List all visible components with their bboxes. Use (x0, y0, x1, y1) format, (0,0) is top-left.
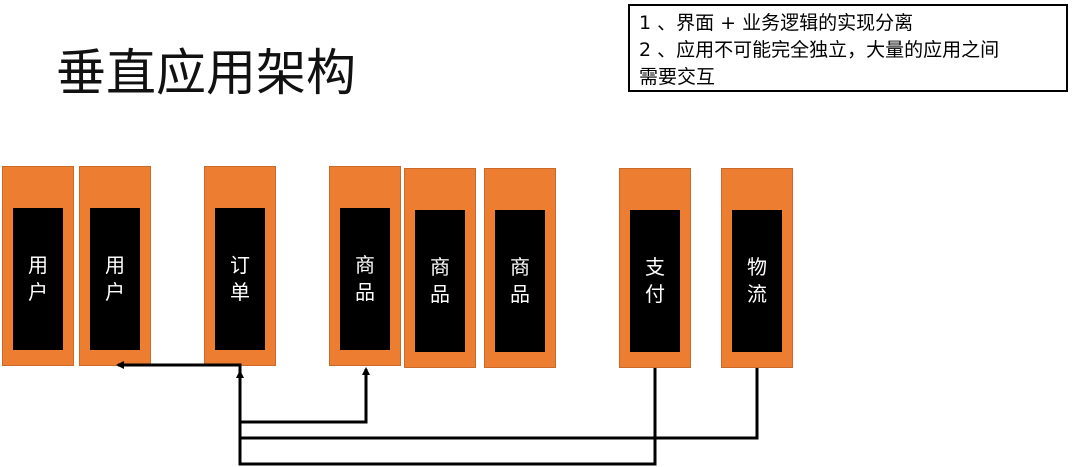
service-logistics: 物流 (721, 168, 793, 368)
service-order-label: 订单 (230, 253, 250, 304)
service-user-1-label: 用户 (28, 253, 48, 304)
service-product-1: 商品 (329, 166, 401, 366)
service-product-3-label: 商品 (510, 255, 530, 306)
service-product-2-inner: 商品 (415, 210, 465, 352)
service-product-2-label: 商品 (430, 255, 450, 306)
note-line-2: 2 、应用不可能完全独立，大量的应用之间 (639, 39, 1000, 61)
order-to-product-arrow (240, 367, 370, 424)
service-payment: 支付 (619, 168, 691, 368)
logistics-to-order-connector (240, 368, 759, 440)
service-logistics-inner: 物流 (732, 210, 782, 352)
service-product-1-label: 商品 (355, 253, 375, 304)
service-product-1-inner: 商品 (340, 208, 390, 350)
service-product-3-inner: 商品 (495, 210, 545, 352)
service-user-1-inner: 用户 (13, 208, 63, 350)
note-line-3: 需要交互 (639, 66, 716, 88)
diagram-title: 垂直应用架构 (56, 44, 356, 102)
service-order-inner: 订单 (215, 208, 265, 350)
service-payment-inner: 支付 (630, 210, 680, 352)
payment-to-order-connector (236, 368, 657, 466)
service-product-2: 商品 (404, 168, 476, 368)
service-product-3: 商品 (484, 168, 556, 368)
service-logistics-label: 物流 (747, 255, 767, 306)
service-user-1: 用户 (2, 166, 74, 366)
service-user-2: 用户 (79, 166, 151, 366)
service-user-2-label: 用户 (105, 253, 125, 304)
service-user-2-inner: 用户 (90, 208, 140, 350)
service-order: 订单 (204, 166, 276, 366)
service-payment-label: 支付 (645, 255, 665, 306)
notes-box: 1 、界面 + 业务逻辑的实现分离 2 、应用不可能完全独立，大量的应用之间 需… (628, 4, 1068, 92)
order-to-user-arrow (116, 361, 242, 422)
note-line-1: 1 、界面 + 业务逻辑的实现分离 (639, 12, 914, 34)
